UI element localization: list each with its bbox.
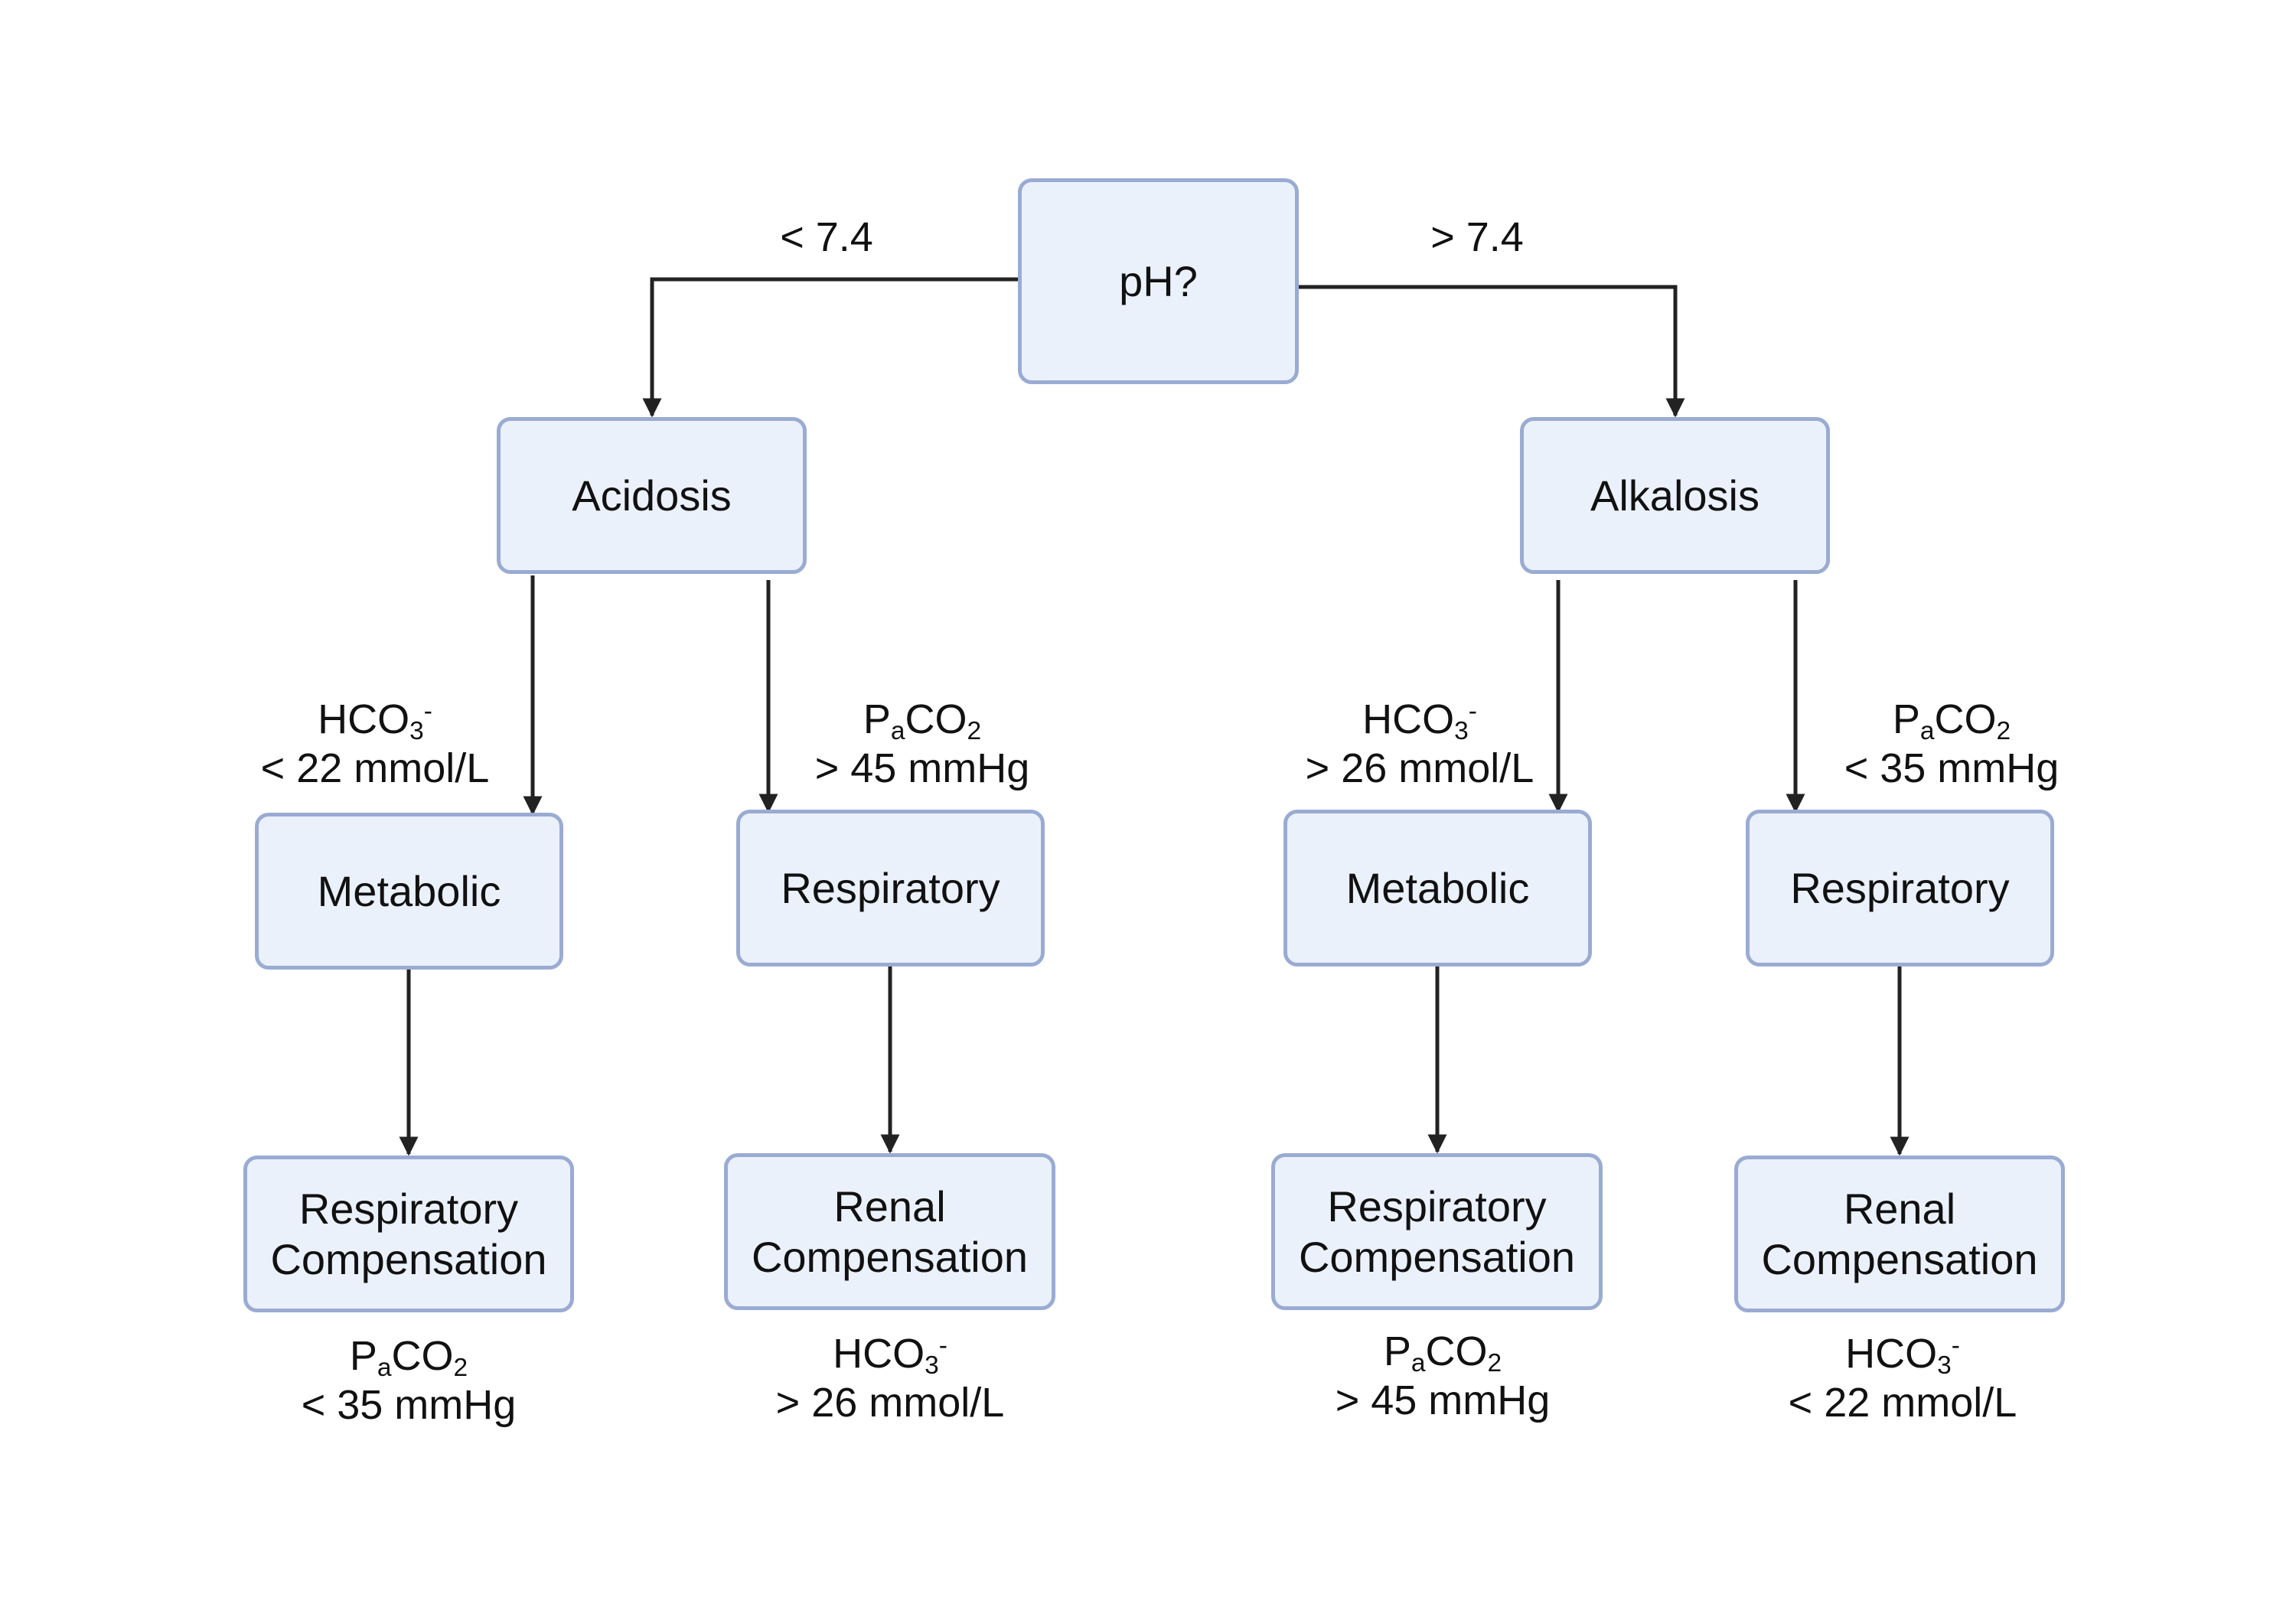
hco3-formula: HCO3- bbox=[318, 696, 432, 746]
condition-respiratory-alkalosis: PaCO2 < 35 mmHg bbox=[1825, 695, 2078, 793]
metabolic-label: Metabolic bbox=[317, 866, 501, 915]
hco3-formula: HCO3- bbox=[833, 1331, 947, 1380]
condition-respiratory-acidosis: PaCO2 > 45 mmHg bbox=[796, 695, 1049, 793]
ph-label: pH? bbox=[1119, 256, 1198, 305]
respiratory-compensation-node-alkalosis: Respiratory Compensation bbox=[1271, 1153, 1603, 1310]
paco2-formula: PaCO2 bbox=[1892, 696, 2011, 746]
metabolic-acidosis-node: Metabolic bbox=[255, 813, 563, 970]
respiratory-acidosis-node: Respiratory bbox=[736, 810, 1045, 966]
condition-metabolic-acidosis: HCO3- < 22 mmol/L bbox=[230, 695, 520, 793]
arrow-ph-to-alkalosis bbox=[1299, 285, 1685, 418]
compensation-value-respiratory-alkalosis: HCO3- < 22 mmol/L bbox=[1769, 1329, 2037, 1427]
renal-compensation-node-alkalosis: Renal Compensation bbox=[1734, 1156, 2065, 1312]
alkalosis-label: Alkalosis bbox=[1590, 471, 1760, 520]
condition-metabolic-alkalosis: HCO3- > 26 mmol/L bbox=[1274, 695, 1565, 793]
condition-value: > 26 mmol/L bbox=[775, 1380, 1005, 1426]
condition-value: > 45 mmHg bbox=[1335, 1377, 1551, 1423]
respiratory-label: Respiratory bbox=[781, 863, 1000, 912]
acidosis-label: Acidosis bbox=[572, 471, 732, 520]
branch-label-high-ph: > 7.4 bbox=[1430, 214, 1524, 260]
respiratory-label: Respiratory bbox=[1790, 863, 2010, 912]
condition-value: < 22 mmol/L bbox=[260, 745, 490, 791]
arrow-ph-to-acidosis bbox=[642, 277, 1018, 418]
branch-label-low-ph: < 7.4 bbox=[780, 214, 873, 260]
compensation-value-metabolic-acidosis: PaCO2 < 35 mmHg bbox=[282, 1332, 535, 1429]
ph-node: pH? bbox=[1018, 178, 1299, 384]
metabolic-label: Metabolic bbox=[1345, 863, 1530, 912]
paco2-formula: PaCO2 bbox=[1383, 1328, 1502, 1378]
renal-compensation-node-acidosis: Renal Compensation bbox=[724, 1153, 1055, 1310]
condition-value: < 22 mmol/L bbox=[1788, 1380, 2017, 1426]
compensation-value-respiratory-acidosis: HCO3- > 26 mmol/L bbox=[756, 1329, 1024, 1427]
compensation-value-metabolic-alkalosis: PaCO2 > 45 mmHg bbox=[1316, 1327, 1569, 1425]
hco3-formula: HCO3- bbox=[1362, 696, 1477, 746]
paco2-formula: PaCO2 bbox=[863, 696, 982, 746]
acidosis-node: Acidosis bbox=[497, 417, 807, 574]
alkalosis-node: Alkalosis bbox=[1520, 417, 1830, 574]
respiratory-alkalosis-node: Respiratory bbox=[1746, 810, 2054, 966]
respiratory-compensation-node-acidosis: Respiratory Compensation bbox=[243, 1156, 574, 1312]
hco3-formula: HCO3- bbox=[1845, 1331, 1960, 1380]
condition-value: < 35 mmHg bbox=[301, 1382, 517, 1428]
condition-value: > 26 mmol/L bbox=[1305, 745, 1534, 791]
paco2-formula: PaCO2 bbox=[349, 1333, 468, 1383]
condition-value: > 45 mmHg bbox=[814, 745, 1030, 791]
condition-value: < 35 mmHg bbox=[1844, 745, 2060, 791]
metabolic-alkalosis-node: Metabolic bbox=[1283, 810, 1592, 966]
